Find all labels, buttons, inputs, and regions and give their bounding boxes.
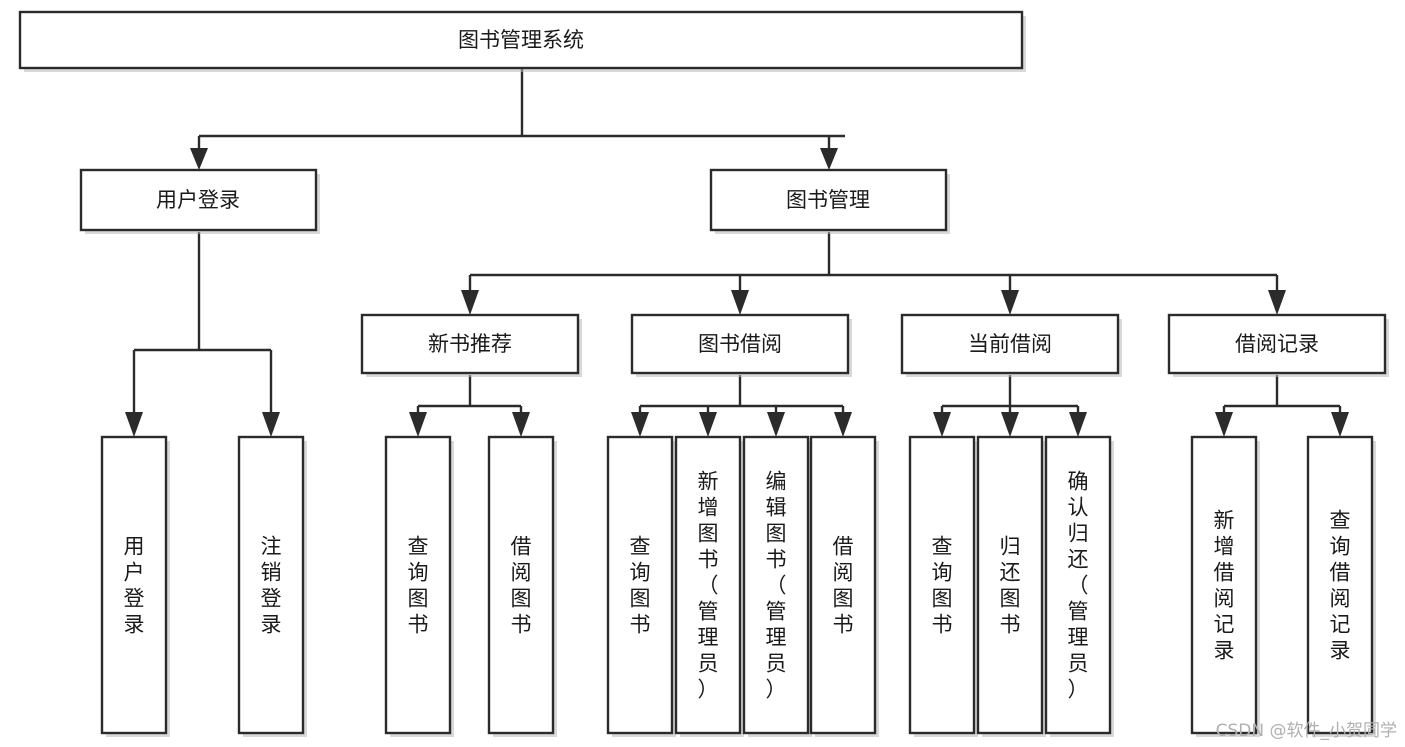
node-book-borrow[interactable]: 图书借阅 bbox=[630, 313, 852, 377]
book-borrow-label: 图书借阅 bbox=[698, 332, 782, 356]
leaf-query-book-1-label: 查询图书 bbox=[408, 534, 429, 636]
new-book-recommend-label: 新书推荐 bbox=[428, 332, 512, 356]
arrow-head-leaf-query-record bbox=[1331, 412, 1349, 437]
leaf-borrow-book-2-label: 借阅图书 bbox=[833, 534, 854, 636]
arrow-head-leaf-query-book-1 bbox=[409, 412, 427, 437]
node-leaf-borrow-book-1[interactable]: 借阅图书 bbox=[487, 435, 557, 737]
node-new-book-recommend[interactable]: 新书推荐 bbox=[360, 313, 582, 377]
arrow-head-book-borrow bbox=[731, 290, 749, 315]
leaf-confirm-return-box[interactable] bbox=[1044, 435, 1112, 735]
node-leaf-logout-login[interactable]: 注销登录 bbox=[237, 435, 307, 737]
node-root[interactable]: 图书管理系统 bbox=[18, 10, 1026, 72]
user-login-box[interactable] bbox=[79, 168, 318, 232]
node-leaf-query-book-2[interactable]: 查询图书 bbox=[606, 435, 676, 737]
leaf-query-record-label: 查询借阅记录 bbox=[1330, 508, 1351, 662]
node-leaf-query-book-3[interactable]: 查询图书 bbox=[908, 435, 978, 737]
arrow-head-leaf-borrow-book-1 bbox=[512, 412, 530, 437]
arrow-head-leaf-logout-login bbox=[262, 412, 280, 437]
leaf-add-record-box[interactable] bbox=[1190, 435, 1258, 735]
leaf-borrow-book-1-label: 借阅图书 bbox=[511, 534, 532, 636]
book-management-label: 图书管理 bbox=[786, 188, 870, 212]
node-leaf-user-login[interactable]: 用户登录 bbox=[100, 435, 170, 737]
node-book-management[interactable]: 图书管理 bbox=[709, 168, 950, 234]
arrow-head-leaf-confirm-return bbox=[1069, 412, 1087, 437]
leaf-return-book-box[interactable] bbox=[976, 435, 1044, 735]
arrow-head-new-book-recommend bbox=[461, 290, 479, 315]
leaf-add-book-box[interactable] bbox=[674, 435, 742, 735]
leaf-borrow-book-1-box[interactable] bbox=[487, 435, 555, 735]
arrow-head-leaf-query-book-3 bbox=[933, 412, 951, 437]
leaf-confirm-return-label: 确认归还（管理员） bbox=[1068, 469, 1089, 701]
leaf-logout-login-box[interactable] bbox=[237, 435, 305, 735]
book-management-box[interactable] bbox=[709, 168, 948, 232]
leaf-user-login-box[interactable] bbox=[100, 435, 168, 735]
arrow-head-borrow-record bbox=[1268, 290, 1286, 315]
root-label: 图书管理系统 bbox=[458, 28, 584, 52]
leaf-add-book-label: 新增图书（管理员） bbox=[698, 469, 719, 701]
current-borrow-box[interactable] bbox=[900, 313, 1120, 375]
arrow-head-leaf-return-book bbox=[1001, 412, 1019, 437]
root-box[interactable] bbox=[18, 10, 1024, 70]
borrow-record-box[interactable] bbox=[1167, 313, 1387, 375]
node-user-login[interactable]: 用户登录 bbox=[79, 168, 320, 234]
arrow-head-leaf-borrow-book-2 bbox=[834, 412, 852, 437]
node-current-borrow[interactable]: 当前借阅 bbox=[900, 313, 1122, 377]
leaf-query-book-3-box[interactable] bbox=[908, 435, 976, 735]
arrow-head-current-borrow bbox=[1001, 290, 1019, 315]
leaf-query-book-1-box[interactable] bbox=[384, 435, 452, 735]
leaf-return-book-label: 归还图书 bbox=[1000, 534, 1021, 636]
leaf-edit-book-label: 编辑图书（管理员） bbox=[766, 469, 787, 701]
borrow-record-label: 借阅记录 bbox=[1235, 332, 1319, 356]
arrow-head-leaf-query-book-2 bbox=[631, 412, 649, 437]
arrow-head-leaf-add-record bbox=[1215, 412, 1233, 437]
book-borrow-box[interactable] bbox=[630, 313, 850, 375]
arrow-head-leaf-add-book bbox=[699, 412, 717, 437]
node-leaf-return-book[interactable]: 归还图书 bbox=[976, 435, 1046, 737]
leaf-edit-book-box[interactable] bbox=[742, 435, 810, 735]
leaf-query-book-2-label: 查询图书 bbox=[630, 534, 651, 636]
leaf-borrow-book-2-box[interactable] bbox=[809, 435, 877, 735]
user-login-label: 用户登录 bbox=[156, 188, 240, 212]
node-leaf-query-record[interactable]: 查询借阅记录 bbox=[1306, 435, 1376, 737]
node-borrow-record[interactable]: 借阅记录 bbox=[1167, 313, 1389, 377]
node-leaf-add-record[interactable]: 新增借阅记录 bbox=[1190, 435, 1260, 737]
leaf-query-book-2-box[interactable] bbox=[606, 435, 674, 735]
arrow-head-leaf-user-login bbox=[125, 412, 143, 437]
current-borrow-label: 当前借阅 bbox=[968, 332, 1052, 356]
leaf-logout-login-label: 注销登录 bbox=[261, 534, 282, 636]
arrow-head-leaf-edit-book bbox=[767, 412, 785, 437]
node-leaf-add-book[interactable]: 新增图书（管理员） bbox=[674, 435, 744, 737]
arrow-head-user-login bbox=[190, 148, 208, 170]
node-leaf-edit-book[interactable]: 编辑图书（管理员） bbox=[742, 435, 812, 737]
csdn-watermark: CSDN @软件_小贺同学 bbox=[1215, 721, 1397, 741]
node-leaf-query-book-1[interactable]: 查询图书 bbox=[384, 435, 454, 737]
new-book-recommend-box[interactable] bbox=[360, 313, 580, 375]
leaf-user-login-label: 用户登录 bbox=[124, 534, 145, 636]
node-leaf-borrow-book-2[interactable]: 借阅图书 bbox=[809, 435, 879, 737]
leaf-add-record-label: 新增借阅记录 bbox=[1214, 508, 1235, 662]
leaf-query-book-3-label: 查询图书 bbox=[932, 534, 953, 636]
node-leaf-confirm-return[interactable]: 确认归还（管理员） bbox=[1044, 435, 1114, 737]
leaf-query-record-box[interactable] bbox=[1306, 435, 1374, 735]
arrow-head-book-management bbox=[820, 148, 838, 170]
connector-layer bbox=[125, 68, 1349, 437]
